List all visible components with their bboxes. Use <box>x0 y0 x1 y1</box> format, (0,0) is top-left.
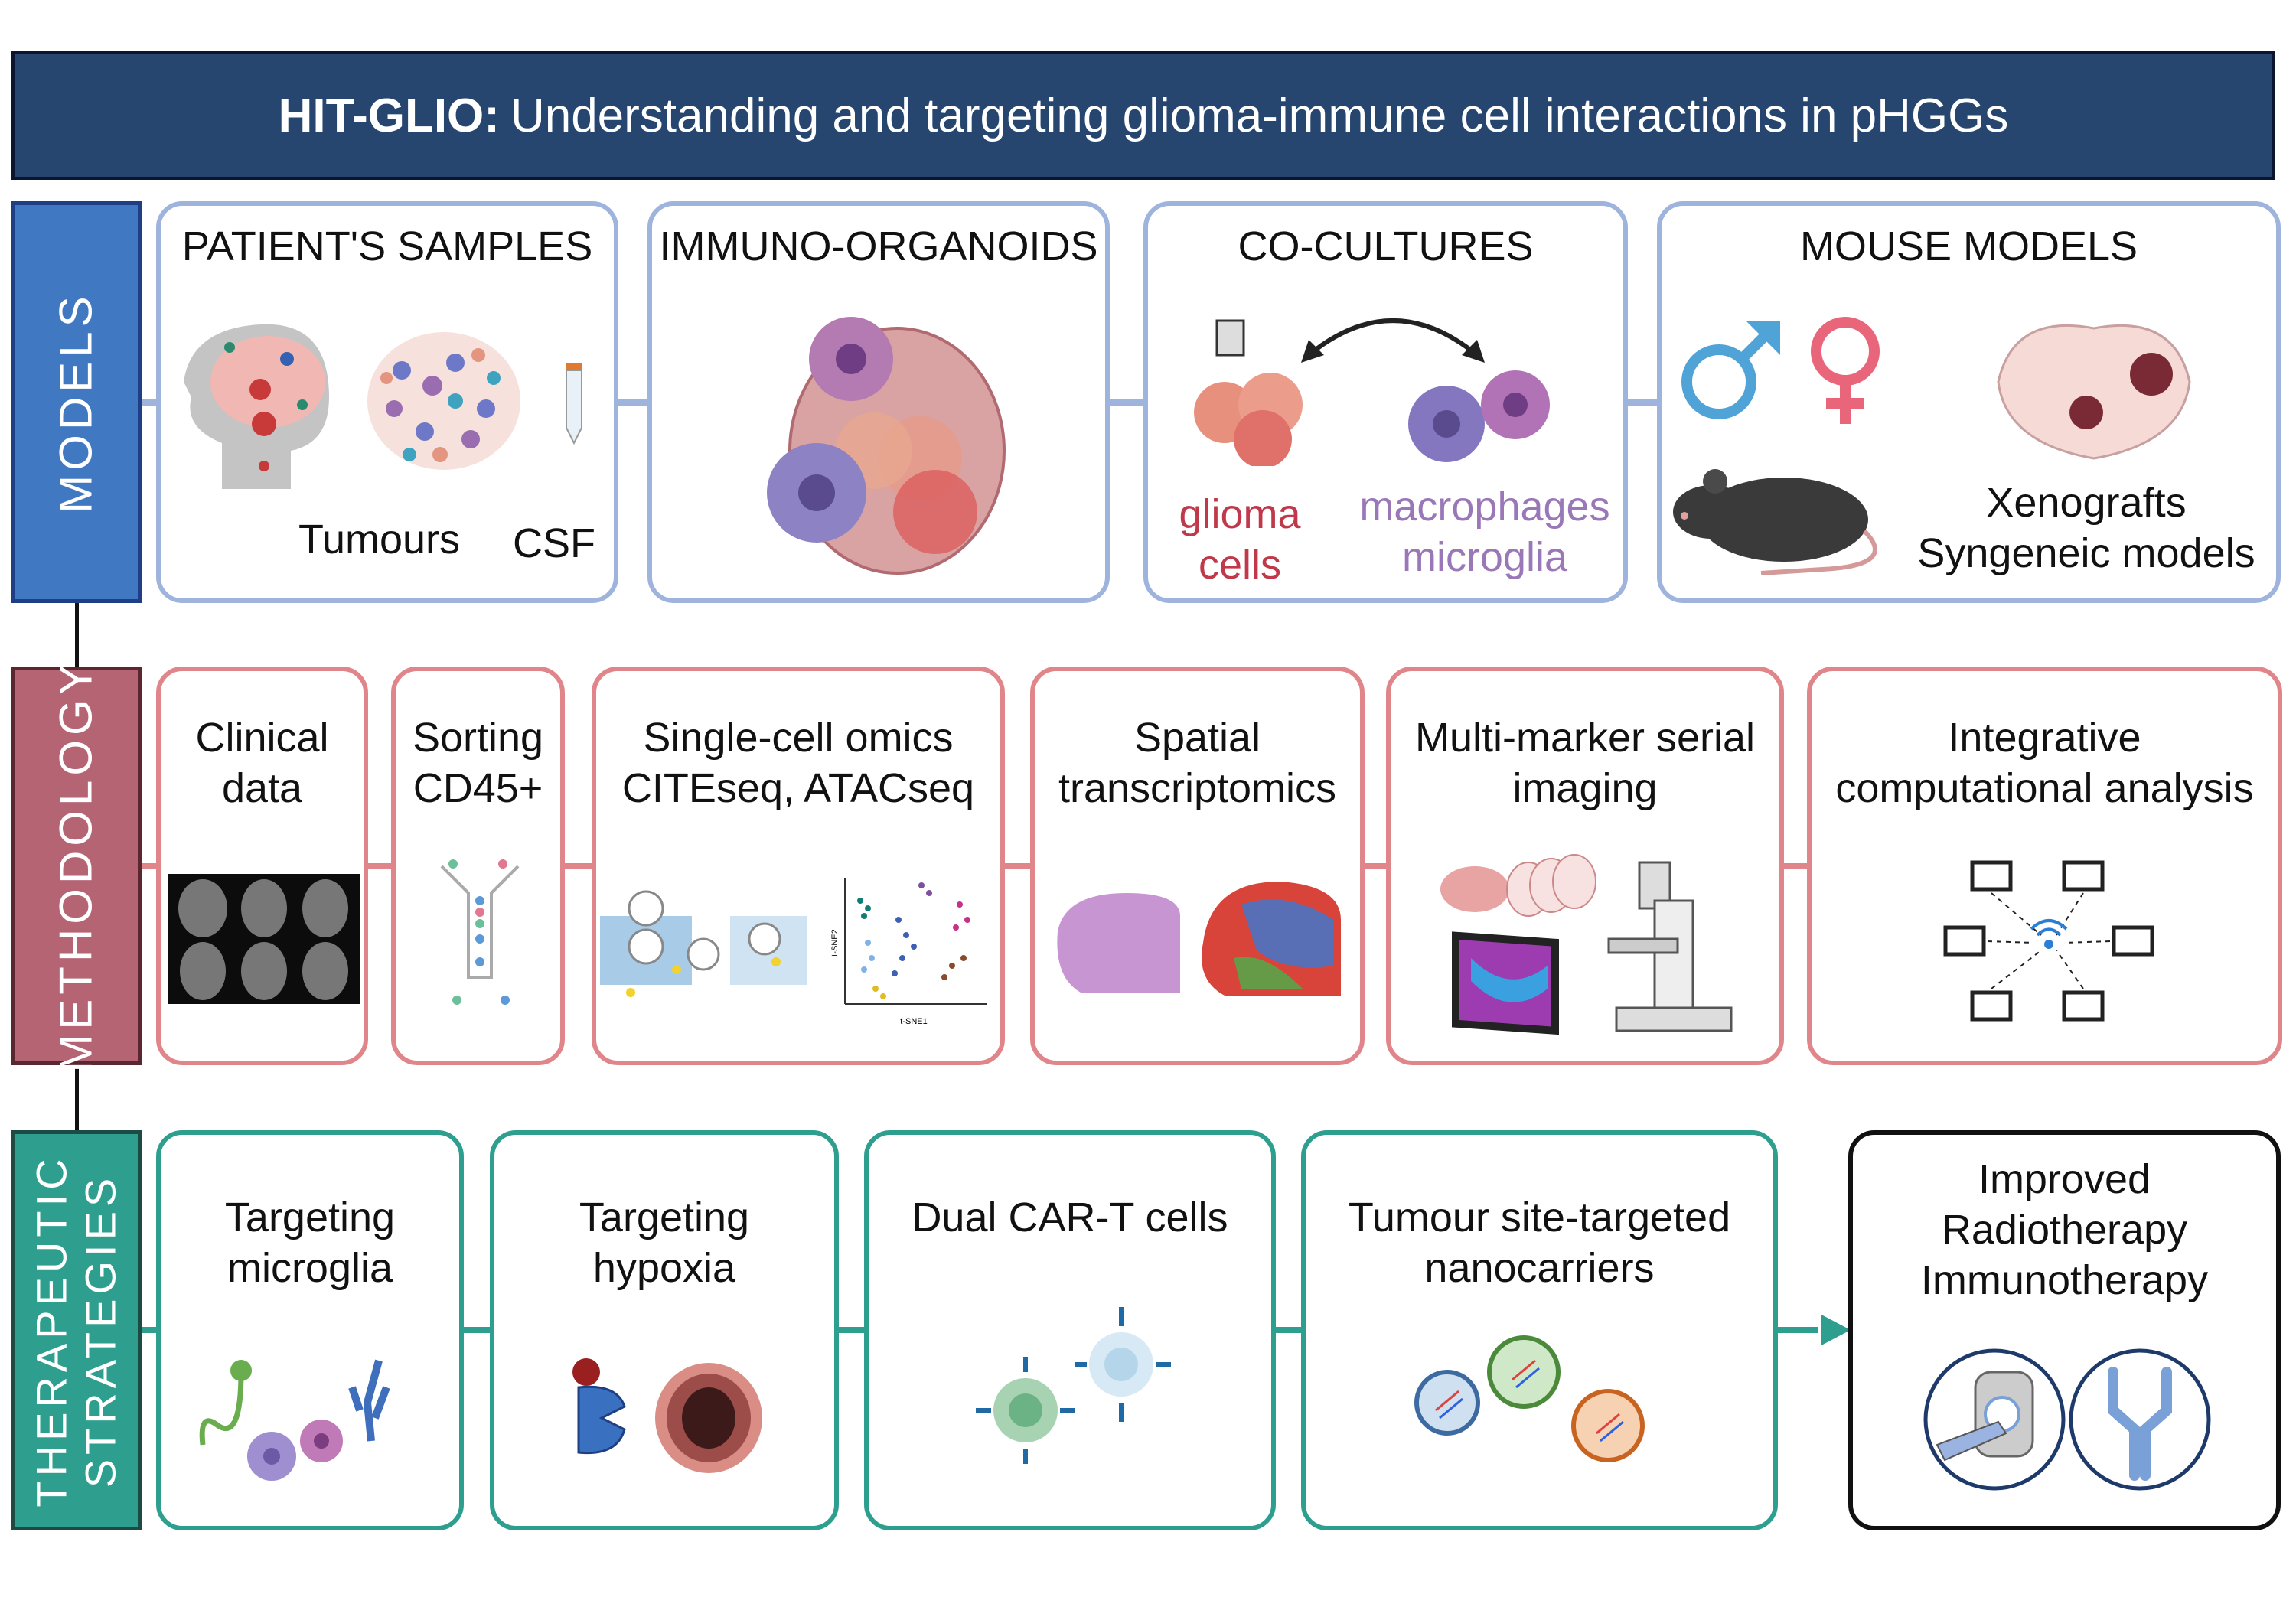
row-connector-line <box>75 603 79 667</box>
title-bold: HIT-GLIO: <box>278 89 500 142</box>
glioma-cells-icon <box>1194 319 1303 466</box>
mouse-brain-icon <box>1997 324 2191 460</box>
tsne-plot-icon: t-SNE1 t-SNE2 <box>830 878 987 1026</box>
tissue-section-icon <box>1057 893 1180 993</box>
mri-scans-icon <box>168 874 360 1004</box>
double-arrow-icon <box>1301 318 1485 363</box>
arrow-right-icon <box>1821 1315 1851 1345</box>
tsne-y-label: t-SNE2 <box>830 929 840 956</box>
organoid-icon <box>767 317 1006 575</box>
glioma-cells-label: glioma cells <box>1179 491 1301 588</box>
outcome-box: Improved Radiotherapy Immunotherapy <box>1848 1130 2281 1530</box>
title-banner: HIT-GLIO: Understanding and targeting gl… <box>11 51 2275 180</box>
spatial-map-icon <box>1202 882 1341 996</box>
patients-samples-box: PATIENT'S SAMPLES Tumours CSF <box>156 201 618 603</box>
co-cultures-box: CO-CULTURES glioma cells macrophages mic… <box>1143 201 1628 603</box>
box-title: PATIENT'S SAMPLES <box>181 223 593 269</box>
dual-car-t-box: Dual CAR-T cells <box>864 1130 1276 1530</box>
box-title: CO-CULTURES <box>1238 223 1534 269</box>
microglia-antibody-icon <box>199 1359 390 1481</box>
macrophage-icon <box>1408 370 1550 462</box>
box-title: Improved Radiotherapy Immunotherapy <box>1920 1156 2209 1303</box>
car-t-cell-icon <box>976 1307 1171 1464</box>
tumours-caption: Tumours <box>298 517 461 562</box>
title-text: Understanding and targeting glioma-immun… <box>510 89 2009 142</box>
microscope-icon <box>1607 861 1733 1032</box>
female-icon <box>1811 317 1880 424</box>
immuno-organoids-box: IMMUNO-ORGANOIDS <box>647 201 1110 603</box>
row-label-models: MODELS <box>11 201 142 603</box>
antibody-icon <box>2069 1348 2211 1491</box>
hypoxic-tumour-icon <box>572 1358 762 1473</box>
head-brain-icon <box>184 324 329 489</box>
brain-slices-icon <box>1440 854 1596 917</box>
tumour-tissue-icon <box>367 332 520 470</box>
cell-sorter-icon <box>440 859 520 1005</box>
male-icon <box>1681 321 1780 419</box>
mouse-models-box: MOUSE MODELS Xenografts Syngeneic models <box>1657 201 2281 603</box>
row-label-methodology: METHODOLOGY <box>11 660 142 1072</box>
monitor-image-icon <box>1452 931 1559 1035</box>
mouse-icon <box>1673 469 1877 575</box>
box-title: IMMUNO-ORGANOIDS <box>659 223 1098 269</box>
nanocarrier-icon <box>1414 1335 1645 1462</box>
microfluidic-icon <box>600 890 807 997</box>
macrophages-microglia-label: macrophages microglia <box>1359 484 1610 580</box>
box-title: MOUSE MODELS <box>1799 223 2138 269</box>
box-title: Dual CAR-T cells <box>912 1195 1228 1240</box>
csf-caption: CSF <box>513 520 595 566</box>
tsne-x-label: t-SNE1 <box>900 1017 927 1026</box>
radiotherapy-machine-icon <box>1923 1348 2066 1491</box>
mouse-models-caption: Xenografts Syngeneic models <box>1917 480 2255 576</box>
computer-network-icon <box>1943 860 2154 1022</box>
test-tube-icon <box>566 363 582 445</box>
row-connector-line <box>75 1065 79 1131</box>
